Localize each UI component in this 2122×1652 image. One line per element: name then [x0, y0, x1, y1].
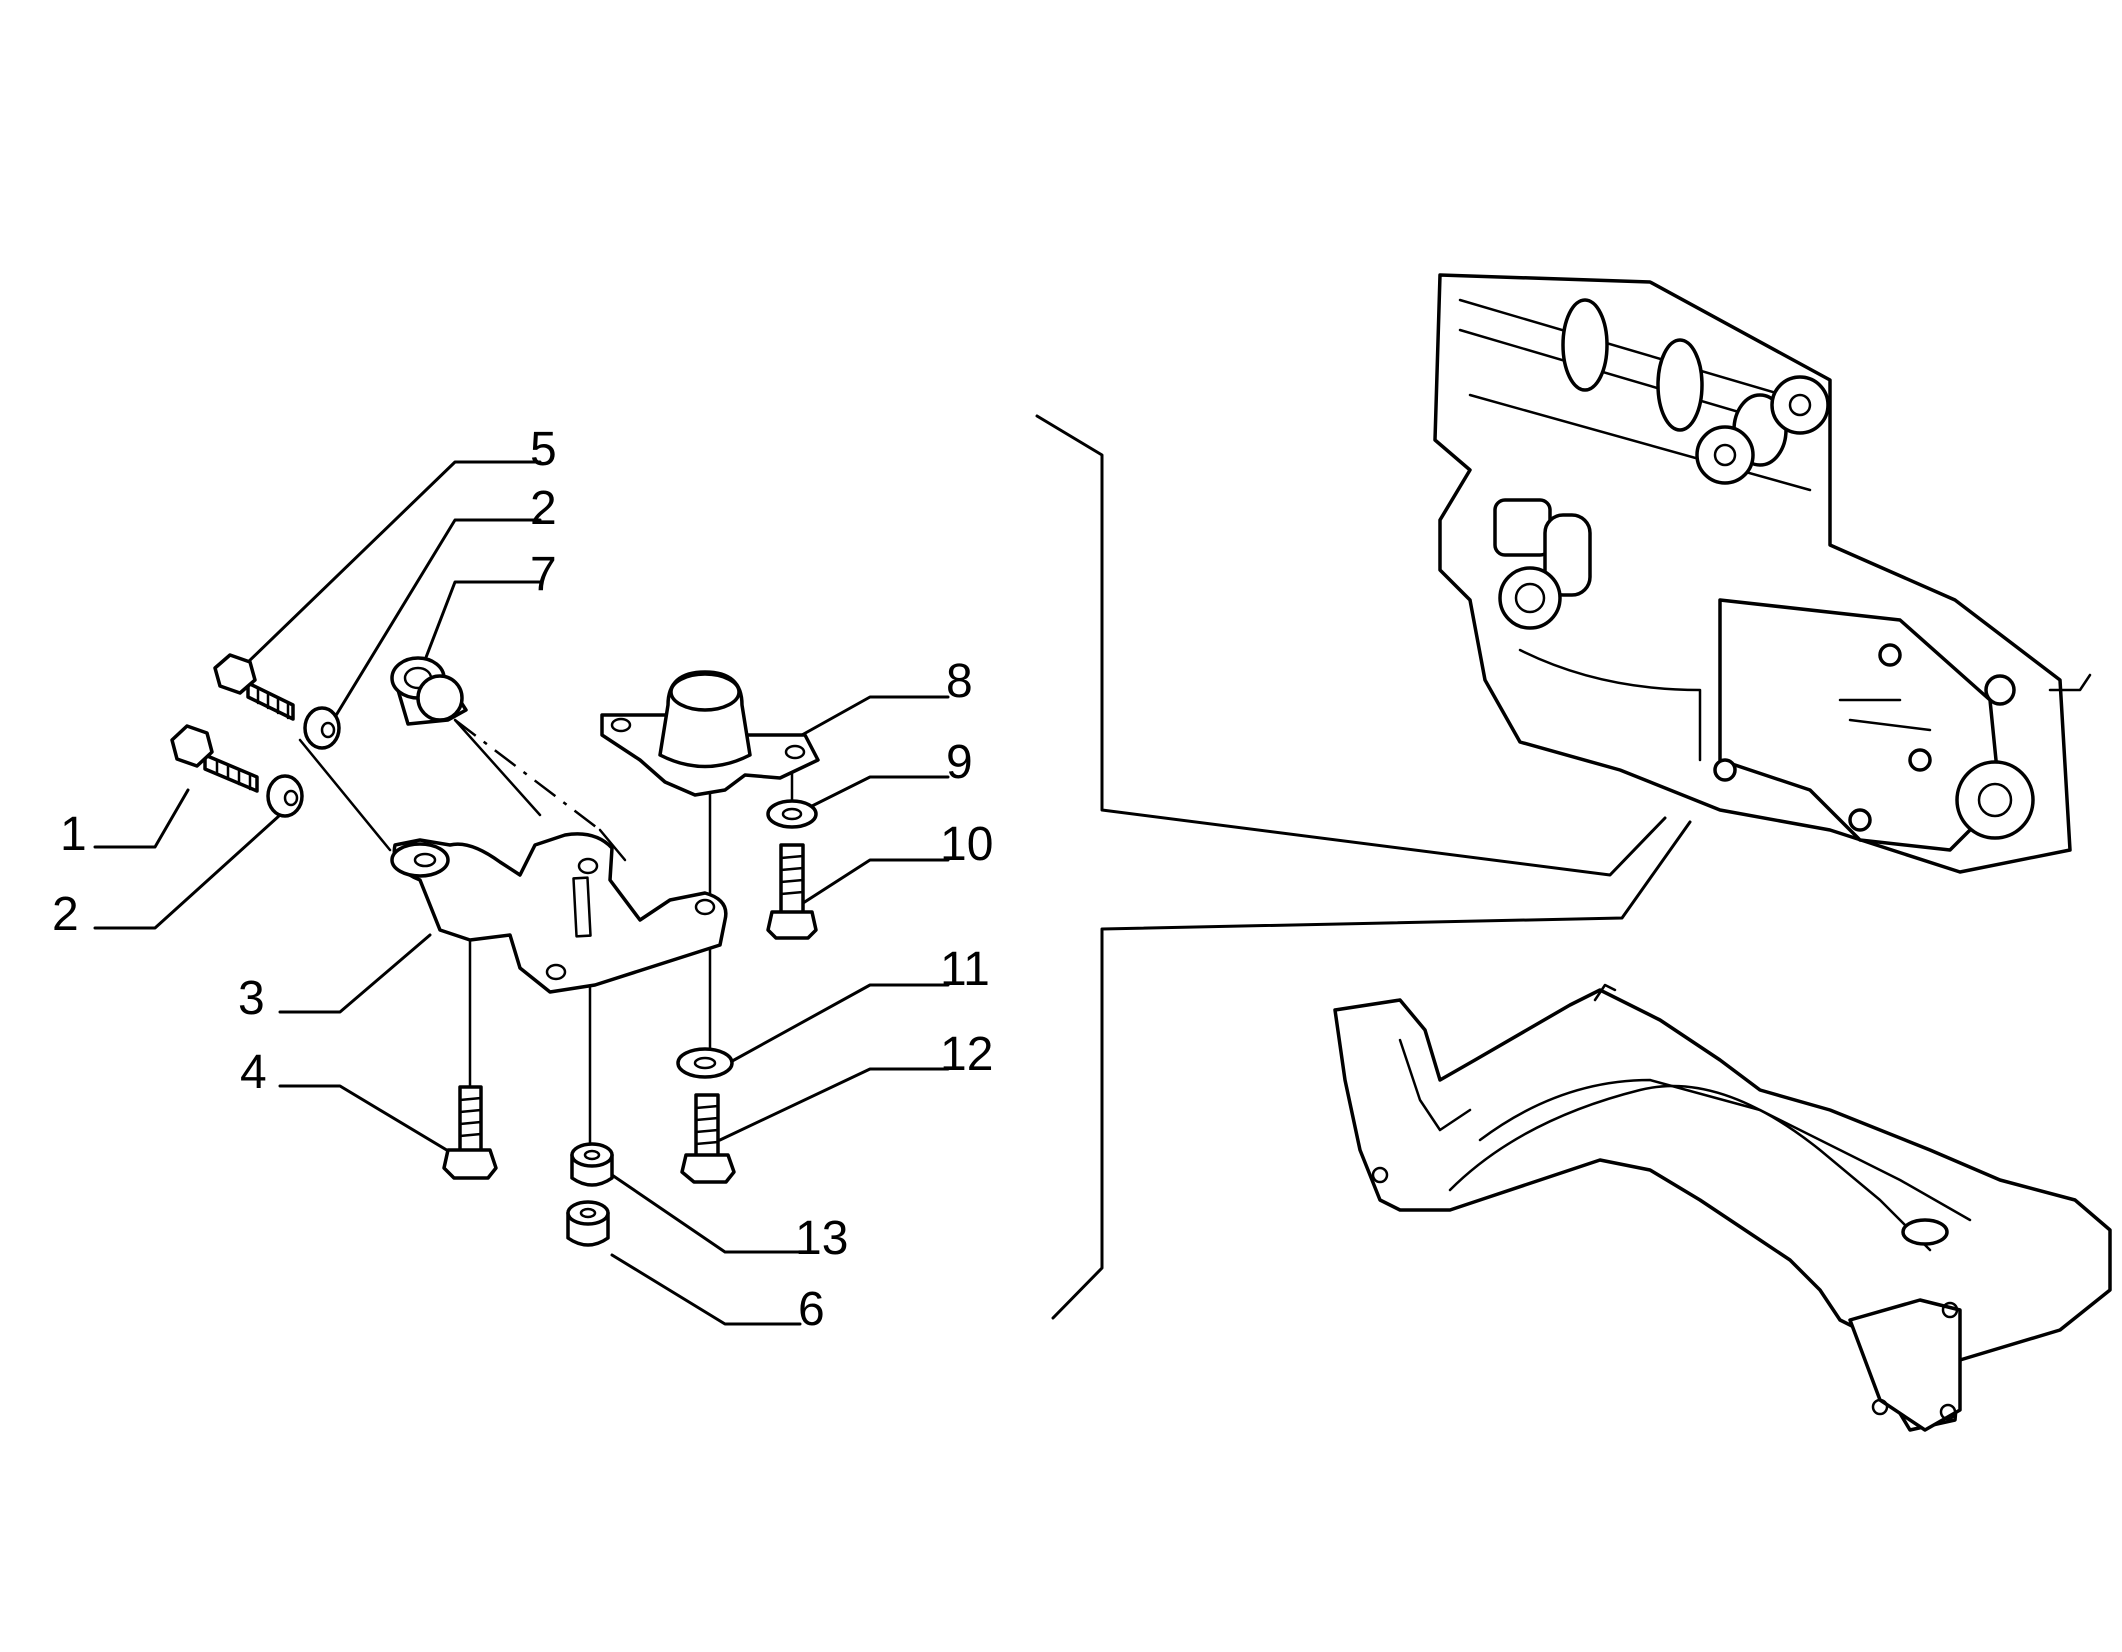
callout-label: 12: [940, 1028, 993, 1081]
bolt-upper-icon: [213, 653, 295, 721]
bushing-icon: [390, 656, 468, 726]
engine-assembly-icon: [1433, 273, 2092, 874]
callout-label: 4: [240, 1046, 267, 1099]
callout-label: 5: [530, 423, 557, 476]
vertical-bolt-mid-icon: [680, 1093, 736, 1184]
bolt-lower-icon: [170, 724, 259, 793]
callout-label: 7: [530, 548, 557, 601]
callout-label: 11: [940, 943, 990, 996]
small-washer-icon: [766, 799, 818, 829]
callout-label: 1: [60, 808, 87, 861]
rubber-mount-icon: [600, 670, 820, 797]
callout-label: 9: [946, 736, 973, 789]
callout-label: 2: [52, 888, 79, 941]
callout-label: 10: [940, 818, 993, 871]
callout-label: 8: [946, 655, 973, 708]
subframe-icon: [1333, 983, 2112, 1432]
callout-label: 3: [238, 972, 265, 1025]
washer-upper-icon: [303, 706, 341, 750]
washer-mid-icon: [676, 1047, 734, 1079]
vertical-bolt-left-icon: [442, 1085, 498, 1180]
vertical-bolt-right-icon: [766, 843, 818, 940]
washer-lower-icon: [266, 774, 304, 818]
grouping-bracket-line: [1035, 414, 1692, 1320]
nut-upper-icon: [570, 1142, 614, 1187]
leader-lines: [93, 460, 950, 1326]
callout-label: 2: [530, 482, 557, 535]
engine-bracket-icon: [390, 832, 728, 994]
callout-labels: 5 2 7 8 9 10 1 2 3 11 4 12 13 6: [52, 423, 993, 1336]
callout-label: 13: [795, 1212, 848, 1265]
callout-label: 6: [798, 1283, 825, 1336]
nut-lower-icon: [566, 1200, 610, 1247]
